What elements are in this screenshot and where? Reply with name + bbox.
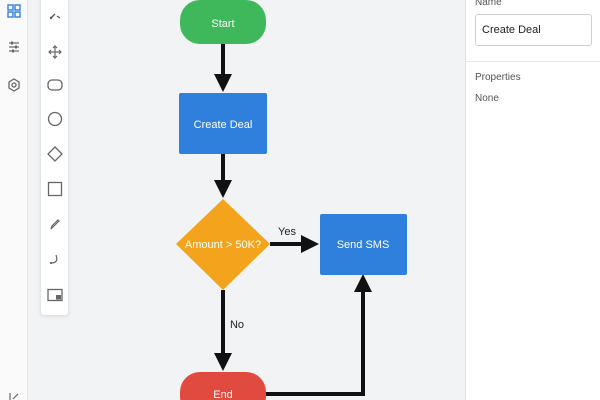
name-input-value: Create Deal [482, 24, 541, 36]
frame-tool-icon[interactable] [45, 285, 65, 305]
create-deal-node-label: Create Deal [194, 119, 253, 131]
name-input[interactable]: Create Deal [475, 14, 592, 46]
properties-panel: Name Create Deal Properties None [465, 0, 600, 400]
arrowhead-icon [214, 180, 232, 198]
list-settings-icon[interactable] [4, 37, 24, 57]
decision-node[interactable] [176, 199, 270, 290]
left-rail [0, 0, 28, 400]
arrowhead-icon [354, 274, 372, 292]
curve-tool-icon[interactable] [45, 249, 65, 269]
rounded-rect-tool-icon[interactable] [45, 75, 65, 95]
panel-divider [466, 61, 600, 62]
gear-icon[interactable] [4, 75, 24, 95]
send-sms-node-label: Send SMS [337, 239, 390, 251]
start-node-label: Start [211, 18, 234, 30]
arrowhead-icon [214, 74, 232, 92]
create-deal-node[interactable] [179, 93, 267, 154]
shape-toolbar [40, 0, 69, 316]
decision-node-label: Amount > 50K? [185, 239, 261, 251]
move-tool-icon[interactable] [45, 42, 65, 62]
send-sms-node[interactable] [320, 214, 407, 275]
rectangle-tool-icon[interactable] [45, 179, 65, 199]
diamond-tool-icon[interactable] [45, 144, 65, 164]
edge-label-yes: Yes [278, 226, 296, 238]
flowchart: Start Create Deal Amount > 50K? Send SMS… [176, 0, 407, 400]
edge-label-no: No [230, 319, 244, 331]
properties-label: Properties [475, 72, 521, 83]
end-node[interactable] [180, 372, 266, 400]
properties-value: None [475, 93, 499, 104]
edge-end-to-sms[interactable] [266, 290, 365, 396]
export-icon[interactable] [4, 388, 24, 400]
start-node[interactable] [180, 0, 266, 44]
name-label: Name [475, 0, 502, 8]
pencil-tool-icon[interactable] [45, 214, 65, 234]
arrowhead-icon [301, 235, 319, 253]
end-node-label: End [213, 389, 233, 400]
link-tool-icon[interactable] [45, 5, 65, 25]
arrowhead-icon [214, 353, 232, 371]
grid-icon[interactable] [4, 1, 24, 21]
flowchart-canvas[interactable] [28, 0, 465, 400]
circle-tool-icon[interactable] [45, 109, 65, 129]
